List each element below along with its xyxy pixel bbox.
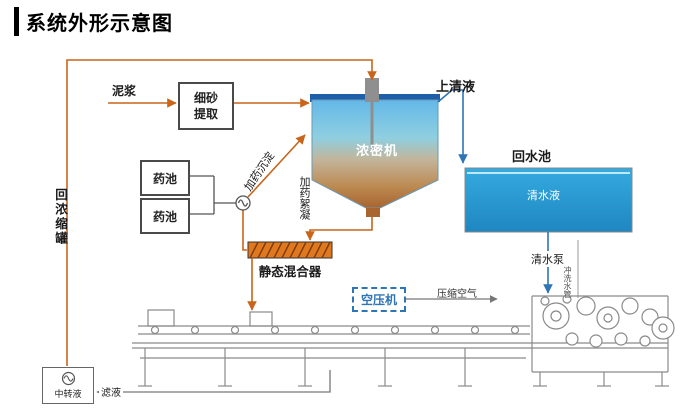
dosing-floc-label: 加药絮凝 xyxy=(298,176,310,220)
compressed-air-label: 压缩空气 xyxy=(437,289,477,300)
page-title: 系统外形示意图 xyxy=(14,7,173,36)
thickener-tank xyxy=(310,78,440,217)
utility-lines xyxy=(96,295,498,396)
air-compressor-label: 空压机 xyxy=(360,293,397,307)
static-mixer-label: 静态混合器 xyxy=(258,265,322,279)
transfer-tank-box: 中转液 xyxy=(42,367,94,404)
chem-pool-label-1: 药池 xyxy=(152,171,177,186)
flush-pipe-label: 冲洗水管 xyxy=(563,266,572,298)
air-compressor-box: 空压机 xyxy=(352,287,406,312)
clear-water-label: 清水液 xyxy=(527,190,560,202)
sand-extraction-label: 细砂提取 xyxy=(193,90,218,121)
return-pool-label: 回水池 xyxy=(512,149,552,164)
static-mixer xyxy=(247,241,333,259)
filtrate-label: 滤液 xyxy=(99,384,123,399)
chem-connectors xyxy=(186,175,251,215)
return-concentrate-tank-label: 回浓缩罐 xyxy=(53,188,67,246)
chem-pool-label-2: 药池 xyxy=(152,209,177,224)
orange-pipes xyxy=(66,59,377,366)
belt-filter-press xyxy=(132,294,675,387)
sand-extraction-box: 细砂提取 xyxy=(178,82,234,130)
clear-water-pump-label: 清水泵 xyxy=(529,251,566,267)
mixer-motor xyxy=(365,78,379,102)
chem-pool-box-1: 药池 xyxy=(140,160,190,196)
transfer-liquid-label: 中转液 xyxy=(54,389,82,399)
transfer-pump-icon xyxy=(61,371,75,386)
mud-label: 泥浆 xyxy=(112,84,137,98)
thickener-label: 浓密机 xyxy=(356,143,399,158)
press-rollers xyxy=(540,294,675,348)
supernatant-label: 上清液 xyxy=(436,79,476,94)
chem-pool-box-2: 药池 xyxy=(140,198,190,234)
